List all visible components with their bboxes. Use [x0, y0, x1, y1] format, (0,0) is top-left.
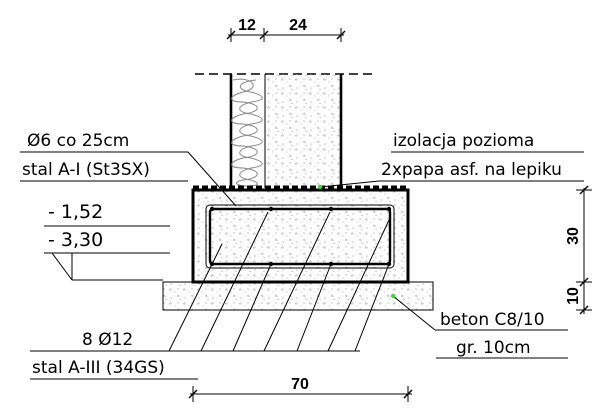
main-bars-label: 8 Ø12: [82, 330, 133, 350]
dimension-footing-width: 70: [291, 376, 309, 393]
main-bars-leaders: 8 Ø12 stal A-III (34GS): [30, 211, 390, 380]
footing: [191, 188, 410, 284]
blinding-callout: beton C8/10 gr. 10cm: [390, 293, 568, 359]
top-dimension: 12 24: [226, 17, 346, 42]
stirrups-steel-label: stal A-I (St3SX): [22, 160, 150, 180]
insulation-material-label: 2xpapa asf. na lepiku: [381, 160, 562, 180]
wall: [229, 74, 343, 188]
main-bars-steel-label: stal A-III (34GS): [32, 358, 165, 378]
blinding-thickness-label: gr. 10cm: [456, 338, 531, 358]
blinding-leader-dot: [390, 293, 396, 299]
bottom-dimension: 70: [188, 376, 413, 402]
insulation-label: izolacja pozioma: [393, 131, 534, 151]
dimension-insulation-width: 12: [238, 17, 256, 34]
stirrups-callout: Ø6 co 25cm stal A-I (St3SX): [20, 131, 237, 207]
blinding-concrete-layer: [162, 281, 434, 311]
rebar-dots: [209, 206, 392, 267]
level-lower: - 3,30: [48, 229, 103, 251]
right-dimension: 30 10: [565, 185, 592, 315]
dimension-blinding-height: 10: [565, 287, 582, 305]
level-upper: - 1,52: [48, 201, 103, 223]
level-marks: - 1,52 - 3,30: [44, 201, 170, 281]
stirrups-label: Ø6 co 25cm: [27, 131, 129, 151]
blinding-label: beton C8/10: [440, 310, 545, 330]
wall-insulation: [231, 78, 263, 187]
dimension-footing-height: 30: [565, 227, 582, 245]
insulation-callout: izolacja pozioma 2xpapa asf. na lepiku: [317, 131, 584, 190]
insulation-leader-dot: [317, 184, 323, 190]
dimension-wall-width: 24: [289, 17, 307, 34]
